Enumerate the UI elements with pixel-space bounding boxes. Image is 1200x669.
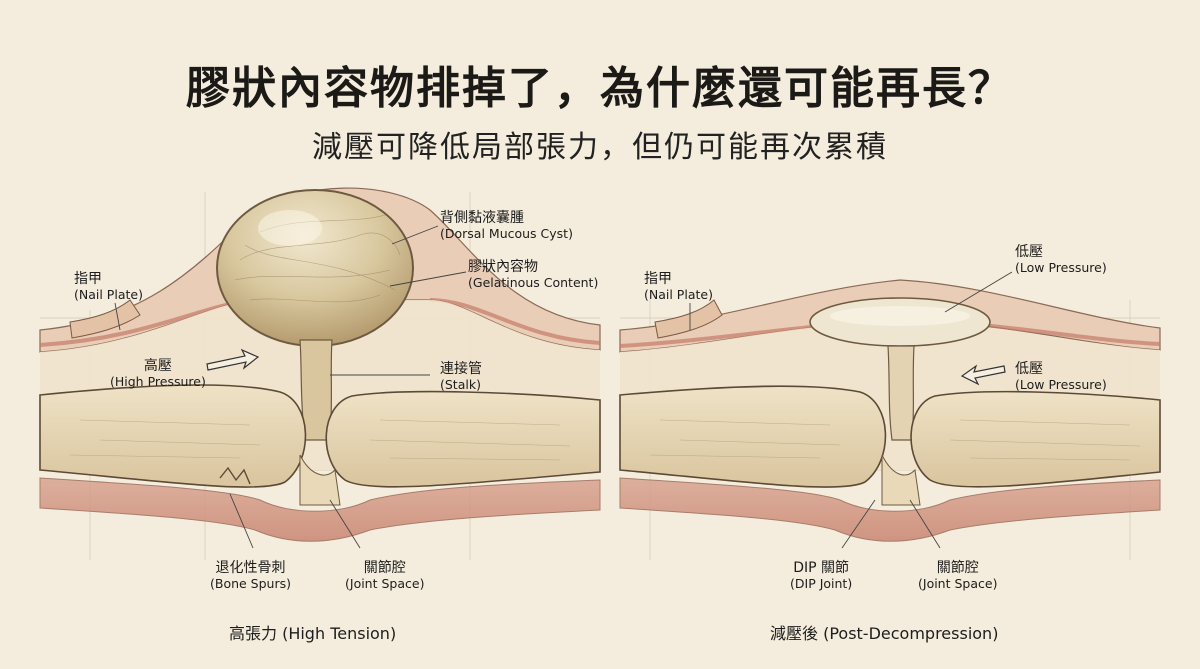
low-pressure-arrow <box>960 364 1006 386</box>
right-bone-distal <box>910 390 1161 488</box>
label-low-pressure-top: 低壓 (Low Pressure) <box>1015 244 1107 275</box>
left-bone-proximal <box>39 384 307 488</box>
right-diagram <box>619 271 1161 560</box>
caption-high-tension: 高張力 (High Tension) <box>229 624 397 643</box>
label-joint-space-left: 關節腔 (Joint Space) <box>345 560 425 591</box>
label-stalk: 連接管 (Stalk) <box>440 361 482 392</box>
page-subtitle: 減壓可降低局部張力，但仍可能再次累積 <box>312 130 888 165</box>
label-low-pressure-mid: 低壓 (Low Pressure) <box>1015 361 1107 392</box>
label-high-pressure: 高壓 (High Pressure) <box>110 358 206 389</box>
label-nail-plate-right: 指甲 (Nail Plate) <box>644 271 713 302</box>
label-bone-spurs: 退化性骨刺 (Bone Spurs) <box>210 560 292 591</box>
caption-post-decompression: 減壓後 (Post-Decompression) <box>770 624 999 643</box>
label-dip-joint: DIP 關節 (DIP Joint) <box>790 560 853 591</box>
high-pressure-arrow <box>206 348 260 371</box>
left-bone-distal <box>325 390 601 488</box>
label-nail-plate-left: 指甲 (Nail Plate) <box>74 271 143 302</box>
label-gelatinous-content: 膠狀內容物 (Gelatinous Content) <box>468 259 599 290</box>
label-joint-space-right: 關節腔 (Joint Space) <box>918 560 998 591</box>
joint-space-shape <box>299 454 341 506</box>
left-diagram <box>39 187 601 560</box>
page-title: 膠狀內容物排掉了，為什麼還可能再長？ <box>186 63 1014 114</box>
cyst-shape <box>216 189 414 347</box>
right-bone-proximal <box>619 385 887 488</box>
label-dorsal-mucous-cyst: 背側黏液囊腫 (Dorsal Mucous Cyst) <box>440 210 573 241</box>
